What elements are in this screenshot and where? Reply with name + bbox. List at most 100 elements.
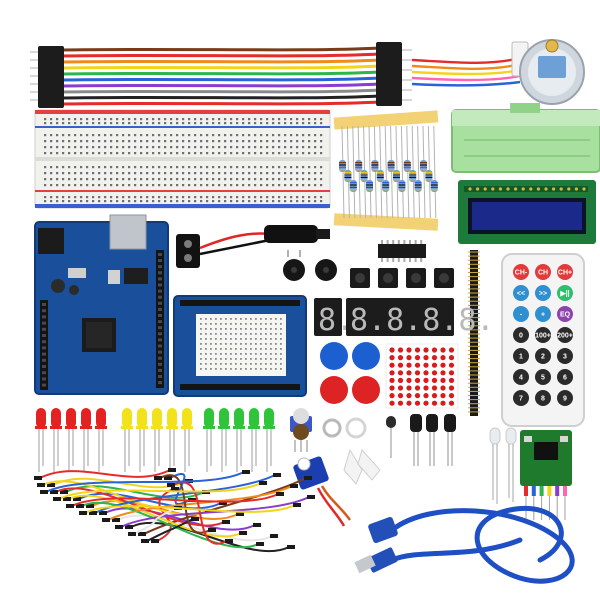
remote-key-label: 8 (541, 396, 545, 403)
potentiometer (290, 408, 312, 452)
jumper-wire (65, 485, 205, 499)
remote-key-label: 2 (541, 354, 545, 361)
jumper-wire (107, 485, 293, 521)
remote-key (535, 390, 551, 406)
jumper-wire (91, 500, 239, 520)
jumper-wire (58, 482, 262, 500)
remote-key-label: >> (539, 291, 547, 298)
uno-board (34, 214, 169, 395)
jumper-wire (169, 472, 191, 506)
breadboard-holes (44, 118, 323, 203)
led-dot-matrix (385, 343, 459, 409)
remote-key-label: + (541, 312, 545, 319)
led (152, 408, 162, 428)
remote-key (513, 369, 529, 385)
loose-jumper-wires (34, 468, 315, 553)
jumper-wire (78, 492, 222, 510)
led (249, 408, 259, 428)
remote-key (513, 390, 529, 406)
remote-key-label: CH- (515, 270, 528, 277)
ic-chip (378, 240, 426, 262)
led-row (35, 408, 275, 472)
led (51, 408, 61, 428)
jumper-wire (146, 518, 194, 542)
remote-key-label: 6 (563, 375, 567, 382)
led (234, 408, 244, 428)
pin-header-strip (468, 250, 480, 416)
remote-key-label: EQ (560, 312, 571, 319)
motor-driver-board (520, 430, 572, 520)
jumper-wire (159, 474, 211, 534)
remote-key-label: 5 (541, 375, 545, 382)
remote-key (557, 390, 573, 406)
jumper-wire (71, 493, 279, 507)
remote-key (513, 264, 529, 280)
jumper-wire (68, 494, 242, 538)
remote-key-label: 1 (519, 354, 523, 361)
stepper-motor (411, 39, 585, 105)
jumper-wire (45, 471, 245, 493)
remote-key (557, 348, 573, 364)
jumper-wire (39, 469, 171, 479)
remote-key (557, 285, 573, 301)
remote-key (535, 369, 551, 385)
component-case (451, 103, 600, 173)
remote-key (535, 306, 551, 322)
led (81, 408, 91, 428)
prototype-shield (173, 295, 307, 397)
button-caps (320, 342, 380, 404)
tact-switches (350, 268, 454, 288)
clear-leds (489, 427, 517, 504)
remote-key-label: 7 (519, 396, 523, 403)
jumper-wire (130, 521, 290, 553)
led (122, 408, 132, 428)
remote-key-label: - (520, 312, 523, 319)
jumper-wire (172, 481, 228, 545)
led (66, 408, 76, 428)
remote-key (557, 369, 573, 385)
led (36, 408, 46, 428)
jumper-wire (81, 501, 259, 549)
remote-key (513, 327, 529, 343)
led (264, 408, 274, 428)
remote-key-label: ▶|| (559, 291, 569, 298)
remote-key-label: 0 (519, 333, 523, 340)
remote-key-label: 100+ (535, 333, 551, 340)
remote-key (535, 348, 551, 364)
led (182, 408, 192, 428)
remote-key-label: << (517, 291, 525, 298)
transistors-and-sensors (386, 414, 456, 466)
led (167, 408, 177, 428)
led (204, 408, 214, 428)
remote-key (513, 306, 529, 322)
remote-key (535, 327, 551, 343)
resistor-bundle (333, 110, 439, 231)
remote-key-label: CH+ (558, 270, 572, 277)
remote-key (557, 264, 573, 280)
remote-key-label: 9 (563, 396, 567, 403)
servo-motor (293, 456, 352, 527)
jumper-wire (133, 507, 177, 535)
led (137, 408, 147, 428)
buzzer-pair (283, 250, 337, 281)
remote-key (535, 285, 551, 301)
jumper-wire-ribbon (30, 42, 412, 108)
jumper-wire (143, 477, 307, 535)
remote-key (557, 327, 573, 343)
remote-key-label: CH (538, 270, 548, 277)
seven-segment-quad-digits: 8.8.8.8. (350, 303, 495, 338)
jumper-wire (84, 504, 296, 514)
battery-snap-connector (176, 225, 330, 268)
nuts-and-washers (322, 417, 367, 439)
remote-key (513, 285, 529, 301)
lcd-1602-module (458, 180, 596, 244)
remote-key (513, 348, 529, 364)
servo-horns (343, 448, 381, 485)
jumper-wire (117, 514, 273, 542)
led (96, 408, 106, 428)
usb-cable (354, 506, 575, 584)
remote-key (535, 264, 551, 280)
jumper-wire (120, 496, 310, 528)
